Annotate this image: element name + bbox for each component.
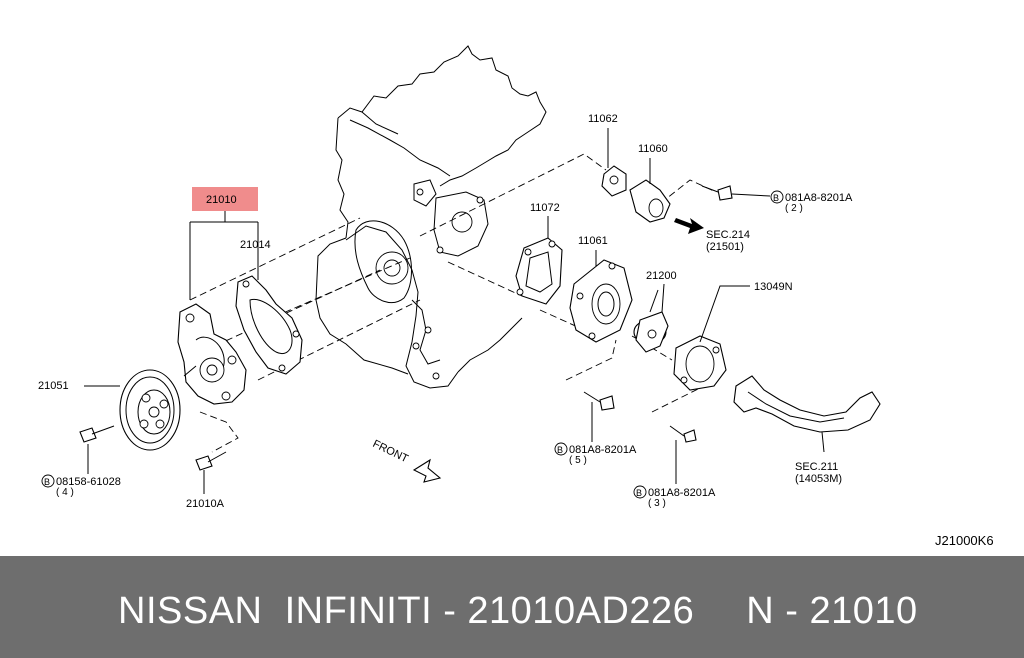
label-21014: 21014 [240, 239, 271, 251]
bolt-callout-b: B 081A8-8201A ( 5 ) [554, 402, 637, 466]
bracket-11062[interactable] [601, 165, 627, 197]
bolt-symbol: B [557, 445, 563, 455]
highlight-21010 [192, 187, 258, 211]
bolt-callout-a: B 081A8-8201A ( 2 ) [731, 190, 853, 214]
label-sec214-sub: (21501) [706, 241, 744, 253]
label-21010: 21010 [206, 194, 237, 206]
label-sec211-sub: (14053M) [795, 473, 842, 485]
bolt-d-code: 08158-61028 [56, 476, 121, 488]
label-21200: 21200 [646, 270, 677, 282]
footer-brand: NISSAN INFINITI - 21010AD226 [118, 590, 695, 632]
bolt-callout-c: B 081A8-8201A ( 3 ) [633, 440, 716, 509]
label-11072: 11072 [530, 202, 560, 214]
label-21051: 21051 [38, 380, 69, 392]
label-sec211: SEC.211 [795, 461, 838, 473]
housing-11060[interactable] [629, 179, 671, 223]
bolt-a-qty: ( 2 ) [785, 203, 803, 214]
housing-11061[interactable] [569, 259, 633, 343]
footer-ref: N - 21010 [746, 590, 918, 632]
water-pump-21010[interactable] [177, 303, 247, 405]
inlet-13049N[interactable] [673, 335, 727, 391]
bolt-symbol: B [44, 477, 50, 487]
label-front: FRONT [371, 438, 411, 466]
bolt-b-code: 081A8-8201A [569, 444, 637, 456]
label-11062: 11062 [588, 113, 618, 125]
bolt-d-qty: ( 4 ) [56, 487, 74, 498]
bolt-c-code: 081A8-8201A [648, 487, 716, 499]
bolt-symbol: B [773, 193, 779, 203]
gasket-21014[interactable] [235, 275, 303, 375]
front-arrow [412, 458, 442, 483]
parts-diagram: 21010 21014 21051 21010A 11072 11061 110… [38, 45, 994, 548]
bolt-a-code: 081A8-8201A [785, 192, 853, 204]
label-sec214: SEC.214 [706, 229, 750, 241]
sec214-arrow [674, 218, 704, 234]
footer-bar: NISSAN INFINITI - 21010AD226 N - 21010 [0, 556, 1024, 658]
engine-block [315, 45, 547, 389]
ref-code: J21000K6 [935, 533, 994, 548]
thermostat-21200[interactable] [633, 289, 669, 353]
gasket-11072[interactable] [515, 237, 563, 305]
label-11061: 11061 [578, 235, 608, 247]
label-13049N: 13049N [754, 281, 793, 293]
bolt-symbol: B [636, 488, 642, 498]
water-pipe-sec211 [733, 375, 881, 453]
label-21010A: 21010A [186, 498, 225, 510]
bolt-b-qty: ( 5 ) [569, 455, 587, 466]
pulley-21051[interactable] [119, 369, 181, 451]
label-11060: 11060 [638, 143, 668, 155]
bolt-callout-d: B 08158-61028 ( 4 ) [41, 444, 121, 498]
footer-text: NISSAN INFINITI - 21010AD226 N - 21010 [118, 590, 918, 633]
bolts [79, 185, 733, 471]
bolt-c-qty: ( 3 ) [648, 498, 666, 509]
